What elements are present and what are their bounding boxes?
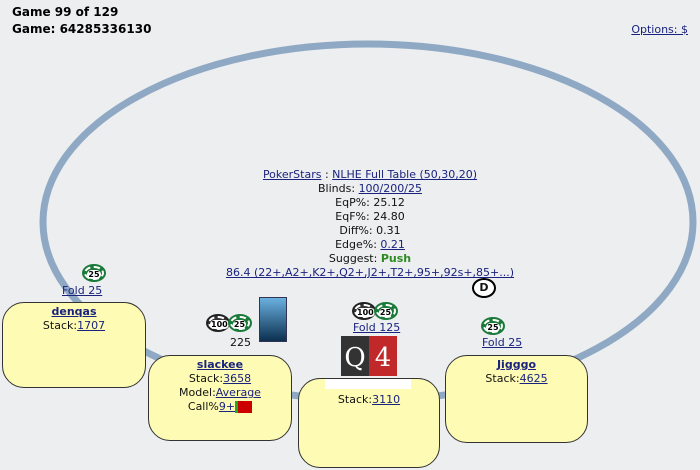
- blinds-label: Blinds:: [318, 182, 359, 195]
- call-indicator-icon: [235, 401, 253, 413]
- suggest-value: Push: [380, 252, 412, 265]
- table-info: PokerStars : NLHE Full Table (50,30,20) …: [200, 168, 540, 280]
- card-backs-icon: [259, 297, 287, 342]
- player-name[interactable]: denqas: [51, 305, 97, 318]
- diff: Diff%: 0.31: [339, 224, 401, 237]
- game-header: Game 99 of 129 Game: 64285336130: [12, 4, 151, 38]
- stack-link[interactable]: 3658: [223, 372, 252, 385]
- action-link[interactable]: Fold 25: [482, 336, 523, 349]
- eqf: EqF%: 24.80: [335, 210, 405, 223]
- game-id: Game: 64285336130: [12, 22, 152, 36]
- chip-stack-icon: 100 25: [208, 316, 250, 330]
- range-link[interactable]: 86.4 (22+,A2+,K2+,Q2+,J2+,T2+,95+,92s+,8…: [225, 266, 515, 279]
- call-link[interactable]: 9+: [218, 400, 236, 413]
- dealer-button: D: [472, 278, 496, 298]
- player-name[interactable]: Jigggo: [496, 358, 537, 371]
- model-link[interactable]: Average: [215, 386, 261, 399]
- player-name[interactable]: slackee: [196, 358, 244, 371]
- seat-denqas[interactable]: denqas Stack:1707: [2, 302, 146, 388]
- stack-link[interactable]: 3110: [372, 393, 401, 406]
- seat-jigggo[interactable]: Jigggo Stack:4625: [445, 355, 588, 443]
- table-type-link[interactable]: NLHE Full Table (50,30,20): [332, 168, 478, 181]
- stack-link[interactable]: 4625: [519, 372, 548, 385]
- edge-link[interactable]: 0.21: [380, 238, 405, 251]
- chip-stack-icon: 100 25: [354, 304, 396, 318]
- chip-25-icon: 25: [84, 266, 104, 280]
- stack-link[interactable]: 1707: [77, 319, 106, 332]
- suggest-label: Suggest:: [328, 252, 381, 265]
- hero-name-placeholder: [325, 379, 411, 389]
- model-label: Model:: [179, 386, 216, 399]
- card-four-hearts: 4: [369, 336, 397, 376]
- edge-label: Edge%:: [335, 238, 381, 251]
- options-link[interactable]: Options: $: [631, 23, 688, 36]
- seat-hero[interactable]: Stack:3110: [298, 378, 440, 468]
- stack-label: Stack:: [42, 319, 78, 332]
- separator: :: [321, 168, 333, 181]
- game-index: Game 99 of 129: [12, 5, 119, 19]
- seat-slackee[interactable]: slackee Stack:3658 Model:Average Call%9+: [148, 355, 292, 441]
- action-link[interactable]: Fold 25: [62, 284, 103, 297]
- bet-amount: 225: [230, 336, 251, 349]
- action-link[interactable]: Fold 125: [353, 321, 401, 334]
- chip-25-icon: 25: [483, 319, 503, 333]
- stack-label: Stack:: [485, 372, 520, 385]
- blinds-link[interactable]: 100/200/25: [358, 182, 422, 195]
- eqp: EqP%: 25.12: [335, 196, 405, 209]
- card-queen-spades: Q: [341, 336, 369, 376]
- stack-label: Stack:: [188, 372, 224, 385]
- call-label: Call%: [187, 400, 219, 413]
- site-link[interactable]: PokerStars: [262, 168, 322, 181]
- stack-label: Stack:: [337, 393, 373, 406]
